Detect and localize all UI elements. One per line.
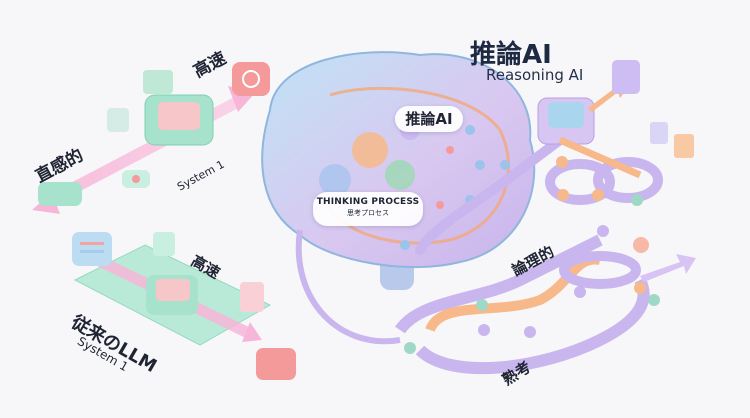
chip-core bbox=[158, 102, 200, 130]
openai-logo-tile-icon bbox=[232, 62, 270, 96]
chat-bubble-icon bbox=[107, 108, 129, 132]
document-icon bbox=[612, 60, 640, 94]
reasoning-ai-badge: 推論AI bbox=[395, 106, 463, 132]
chat-bubble-icon bbox=[674, 134, 694, 158]
gear-icon bbox=[319, 164, 351, 196]
chat-bubble-icon bbox=[143, 70, 173, 94]
thinking-process-en: THINKING PROCESS bbox=[316, 197, 420, 207]
page-subtitle: Reasoning AI bbox=[486, 66, 584, 84]
reasoning-track-group bbox=[295, 60, 696, 375]
gear-icon bbox=[352, 132, 388, 168]
gear-bubble-icon bbox=[153, 232, 175, 256]
chat-bubble-icon bbox=[240, 282, 264, 312]
system1-top-group bbox=[32, 62, 270, 214]
system1-bottom-group bbox=[72, 232, 296, 380]
list-tile-icon bbox=[256, 348, 296, 380]
brain-shape bbox=[261, 51, 536, 269]
gear-node-icon bbox=[633, 237, 649, 253]
arrow-right-icon bbox=[640, 254, 696, 282]
page-title: 推論AI bbox=[470, 40, 552, 70]
gear-icon bbox=[385, 160, 415, 190]
thinking-process-jp: 思考プロセス bbox=[347, 209, 389, 217]
thinking-process-badge: THINKING PROCESS 思考プロセス bbox=[313, 192, 423, 226]
list-tile-icon bbox=[72, 232, 112, 266]
brain-group bbox=[261, 51, 536, 290]
arrow-head-right-icon bbox=[242, 322, 262, 342]
bell-tile-icon bbox=[38, 182, 82, 206]
chat-bubble-icon bbox=[650, 122, 668, 144]
